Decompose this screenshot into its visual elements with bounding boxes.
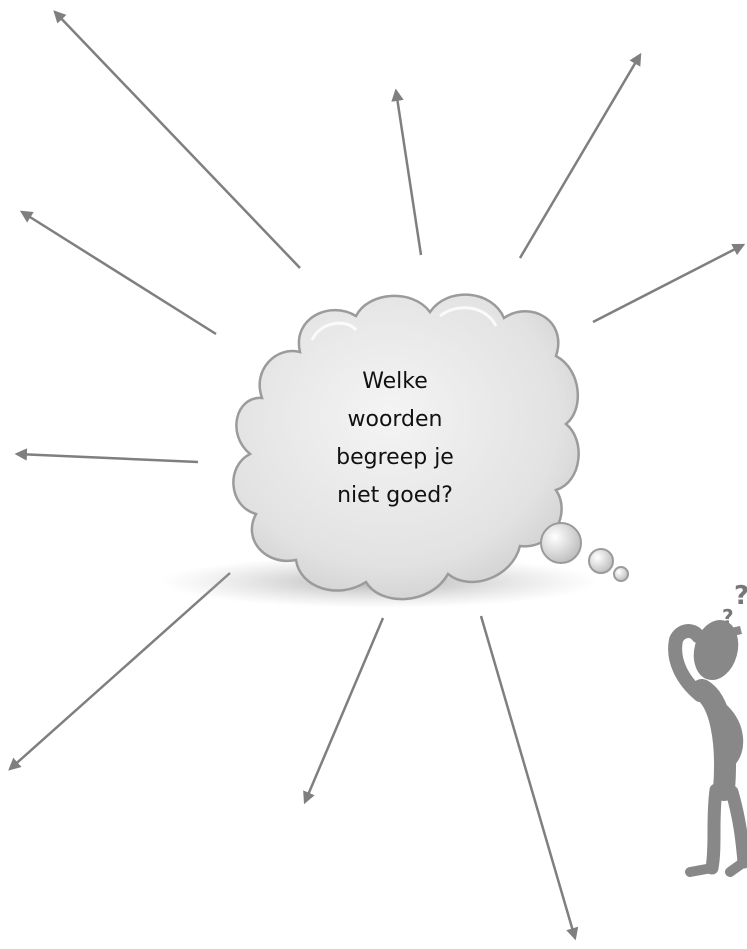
arrow-top-left — [55, 12, 300, 268]
arrow-left — [17, 454, 198, 462]
arrow-bottom-right — [481, 616, 575, 938]
thought-question: Welke woorden begreep je niet goed? — [300, 363, 490, 515]
thought-line-1: Welke — [300, 363, 490, 401]
arrow-upper-left — [22, 212, 216, 334]
arrow-lower-left — [10, 573, 230, 769]
thinking-person-icon: ? ? — [675, 581, 747, 872]
thought-line-3: begreep je — [300, 439, 490, 477]
arrow-right — [593, 245, 743, 322]
arrow-top-center — [396, 91, 421, 255]
thought-line-2: woorden — [300, 401, 490, 439]
thought-line-4: niet goed? — [300, 477, 490, 515]
arrow-bottom-left — [305, 618, 383, 802]
svg-text:?: ? — [734, 581, 747, 611]
arrow-top-right — [520, 55, 640, 258]
